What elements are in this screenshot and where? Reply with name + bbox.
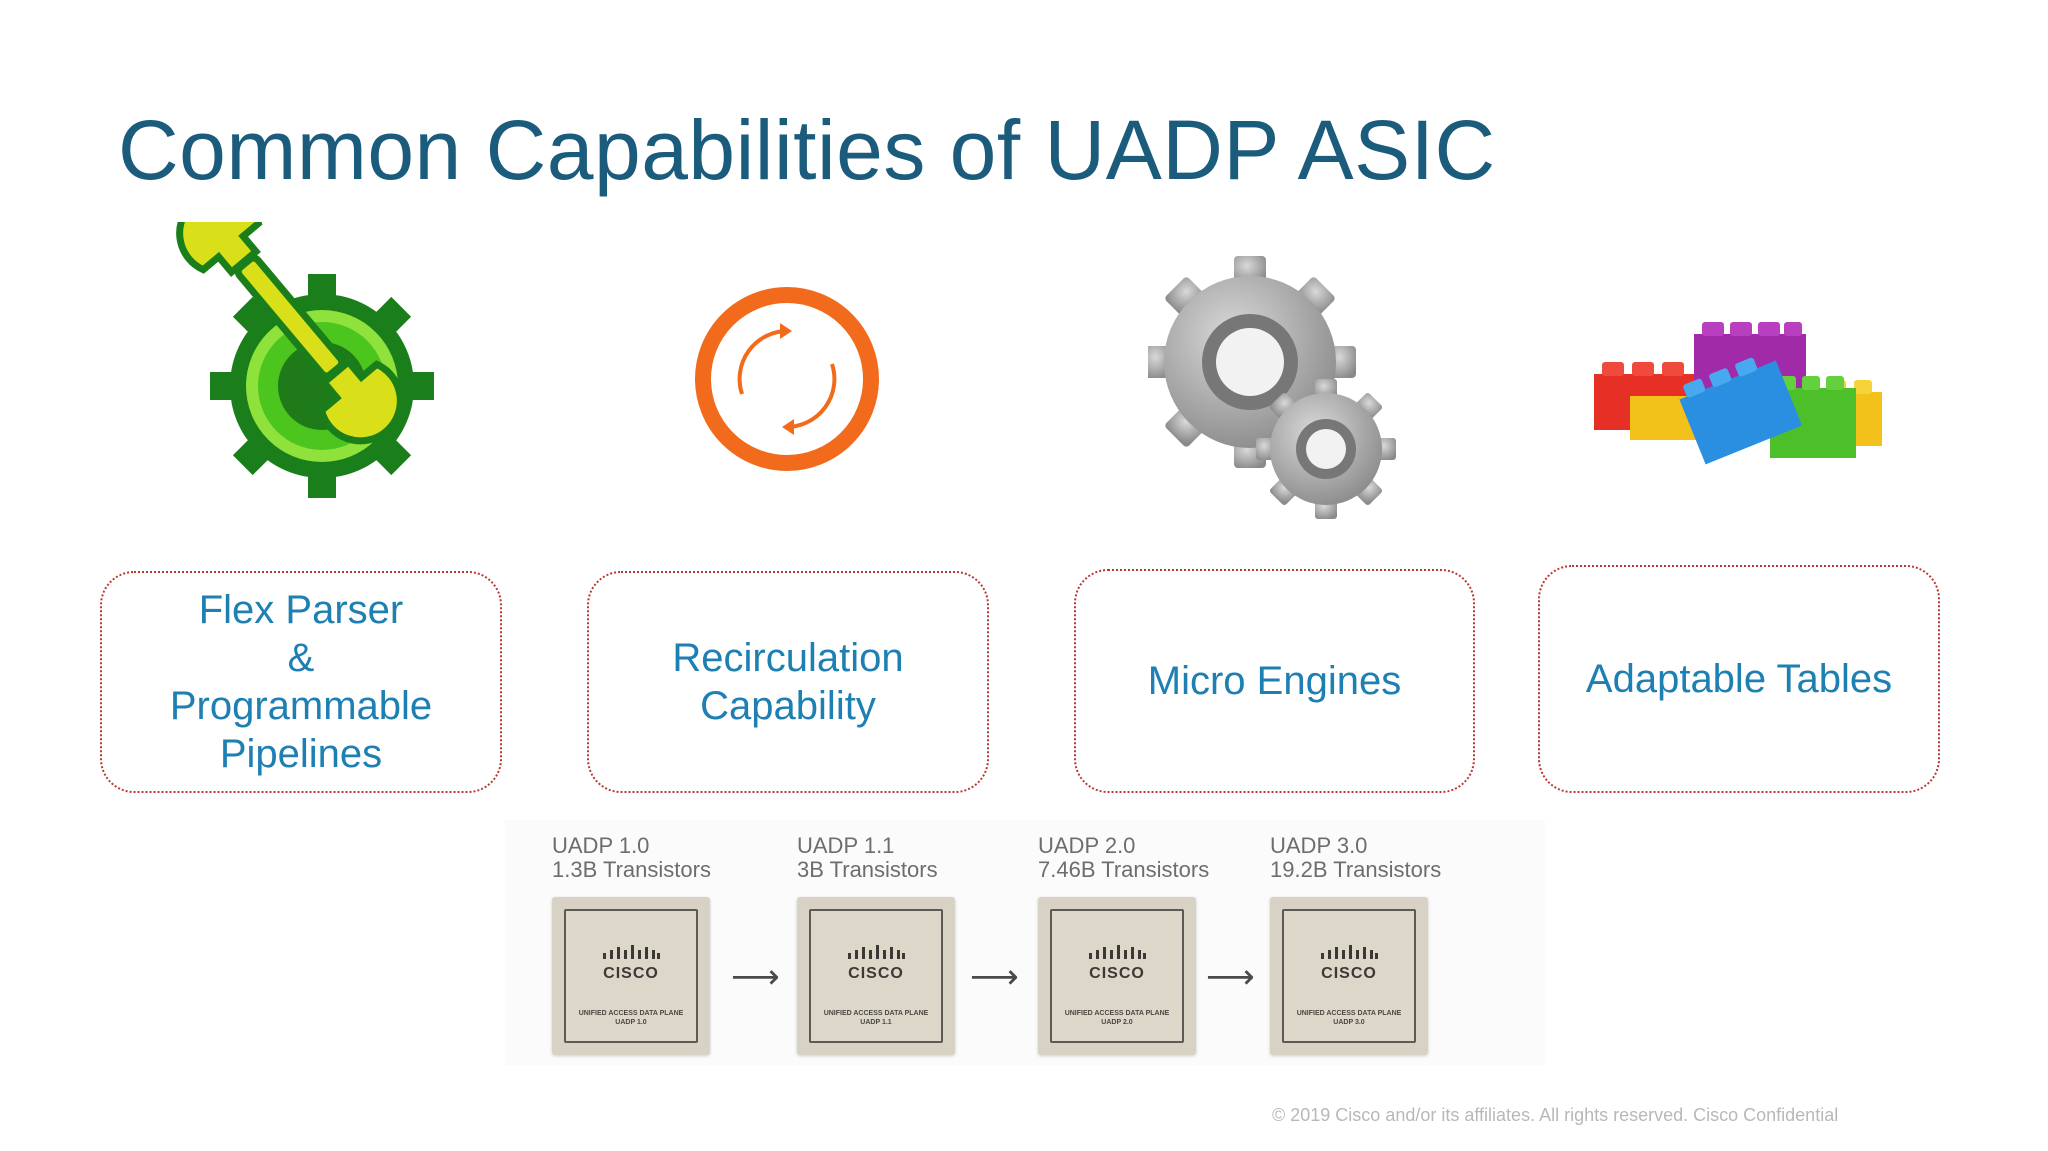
chip-brand: CISCO <box>1089 965 1145 982</box>
chip-version: UADP 1.1 <box>860 1019 892 1026</box>
uadp-chip: CISCO UNIFIED ACCESS DATA PLANE UADP 2.0 <box>1038 897 1196 1055</box>
chip-caption-line: UNIFIED ACCESS DATA PLANE <box>578 1010 684 1017</box>
chip-transistors: 3B Transistors <box>797 857 938 882</box>
arrow-right-icon: ⟶ <box>731 957 780 997</box>
chip-caption: UNIFIED ACCESS DATA PLANE UADP 1.1 <box>815 1009 937 1027</box>
capability-adaptable-tables: Adaptable Tables <box>1538 565 1940 793</box>
capability-line: Pipelines <box>219 732 383 776</box>
wrench-gear-icon <box>140 189 440 507</box>
chip-caption: UNIFIED ACCESS DATA PLANE UADP 1.0 <box>570 1009 692 1027</box>
chip-caption: UNIFIED ACCESS DATA PLANE UADP 2.0 <box>1056 1009 1178 1027</box>
uadp-chip: CISCO UNIFIED ACCESS DATA PLANE UADP 3.0 <box>1270 897 1428 1055</box>
arrow-right-icon: ⟶ <box>970 957 1019 997</box>
capability-micro-engines: Micro Engines <box>1074 569 1475 793</box>
capability-line: & <box>287 636 315 680</box>
chip-caption-line: UNIFIED ACCESS DATA PLANE <box>1296 1010 1402 1017</box>
capability-recirculation: Recirculation Capability <box>587 571 989 793</box>
cisco-logo-icon <box>1284 945 1414 968</box>
chip-version: UADP 3.0 <box>1333 1019 1365 1026</box>
chip-transistors: 1.3B Transistors <box>552 857 711 882</box>
capability-line: Recirculation <box>672 636 904 680</box>
cisco-logo-icon <box>811 945 941 968</box>
chip-caption-line: UNIFIED ACCESS DATA PLANE <box>1064 1010 1170 1017</box>
capability-line: Flex Parser <box>198 588 404 632</box>
capability-line: Adaptable Tables <box>1585 657 1893 701</box>
chip-name: UADP 1.0 <box>552 833 650 858</box>
capability-line: Capability <box>700 684 876 728</box>
chip-brand: CISCO <box>603 965 659 982</box>
chip-caption-line: UNIFIED ACCESS DATA PLANE <box>823 1010 929 1017</box>
chip-brand: CISCO <box>1321 965 1377 982</box>
chip-transistors: 19.2B Transistors <box>1270 857 1442 882</box>
building-blocks-icon <box>1590 316 1890 476</box>
capability-flex-parser: Flex Parser & Programmable Pipelines <box>100 571 502 793</box>
gears-icon <box>1144 254 1400 530</box>
chip-version: UADP 2.0 <box>1101 1019 1133 1026</box>
capability-line: Programmable <box>169 684 433 728</box>
chip-name: UADP 1.1 <box>797 833 895 858</box>
arrow-right-icon: ⟶ <box>1206 957 1255 997</box>
chip-caption: UNIFIED ACCESS DATA PLANE UADP 3.0 <box>1288 1009 1410 1027</box>
chip-version: UADP 1.0 <box>615 1019 647 1026</box>
cisco-logo-icon <box>566 945 696 968</box>
recirculation-icon <box>692 284 882 474</box>
chip-name: UADP 2.0 <box>1038 833 1136 858</box>
copyright-footer: © 2019 Cisco and/or its affiliates. All … <box>1272 1105 1839 1125</box>
capability-line: Micro Engines <box>1147 659 1402 703</box>
slide-title: Common Capabilities of UADP ASIC <box>118 103 1496 197</box>
chip-name: UADP 3.0 <box>1270 833 1368 858</box>
uadp-chip: CISCO UNIFIED ACCESS DATA PLANE UADP 1.0 <box>552 897 710 1055</box>
cisco-logo-icon <box>1052 945 1182 968</box>
uadp-chip: CISCO UNIFIED ACCESS DATA PLANE UADP 1.1 <box>797 897 955 1055</box>
chip-brand: CISCO <box>848 965 904 982</box>
chip-transistors: 7.46B Transistors <box>1038 857 1210 882</box>
